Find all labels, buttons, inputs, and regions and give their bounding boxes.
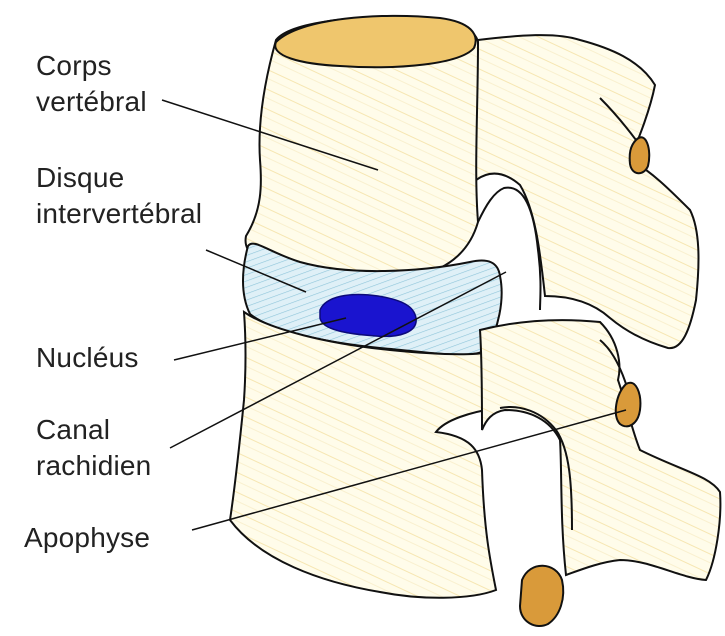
upper-posterior-arch bbox=[472, 35, 699, 348]
label-corps-vertebral: Corps vertébral bbox=[36, 48, 147, 120]
lower-posterior-arch bbox=[480, 320, 720, 580]
upper-facet-joint bbox=[630, 137, 650, 173]
label-canal-line-2: rachidien bbox=[36, 448, 151, 484]
label-disque-line-2: intervertébral bbox=[36, 196, 202, 232]
label-corps-line-2: vertébral bbox=[36, 84, 147, 120]
label-disque-line-1: Disque bbox=[36, 160, 202, 196]
label-apophyse-text: Apophyse bbox=[24, 520, 150, 556]
label-disque-intervertebral: Disque intervertébral bbox=[36, 160, 202, 232]
label-nucleus-text: Nucléus bbox=[36, 340, 139, 376]
label-corps-line-1: Corps bbox=[36, 48, 147, 84]
label-canal-rachidien: Canal rachidien bbox=[36, 412, 151, 484]
label-apophyse: Apophyse bbox=[24, 520, 150, 556]
label-canal-line-1: Canal bbox=[36, 412, 151, 448]
upper-endplate bbox=[275, 16, 475, 67]
lower-inferior-process bbox=[520, 566, 563, 626]
label-nucleus: Nucléus bbox=[36, 340, 139, 376]
lower-vertebral-body bbox=[230, 312, 499, 598]
